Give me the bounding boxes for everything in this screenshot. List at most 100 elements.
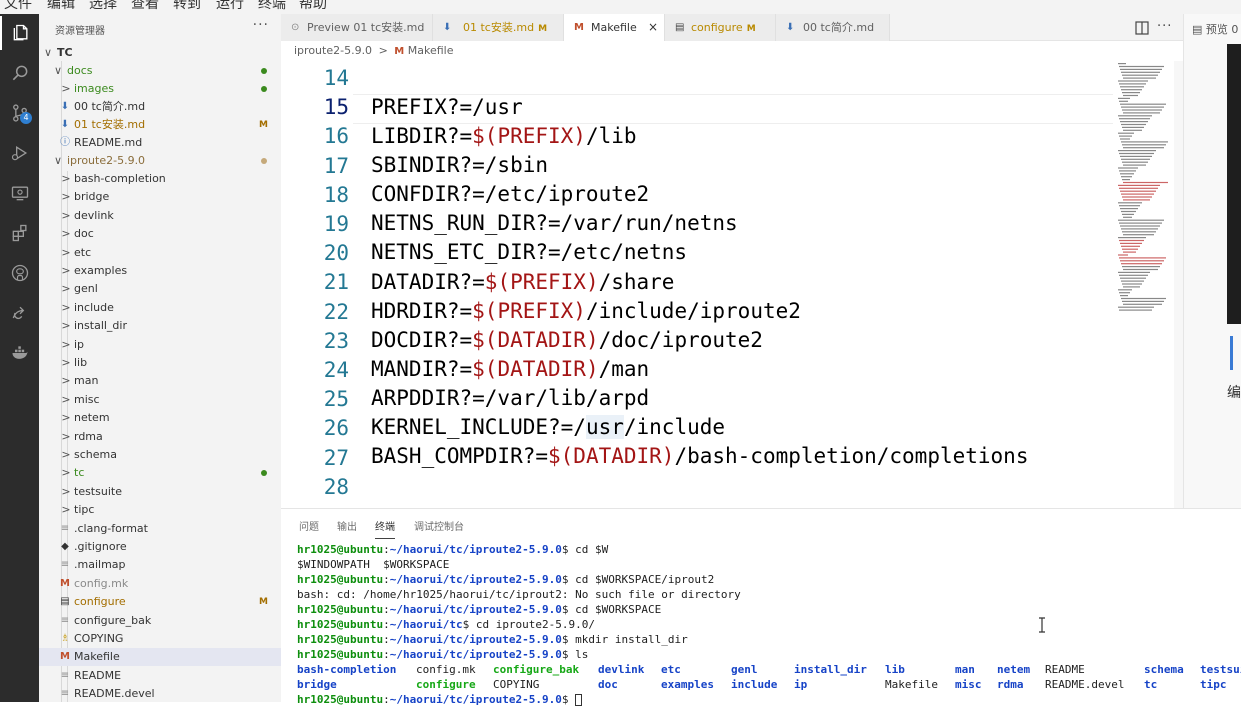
tree-folder-bridge[interactable]: >bridge <box>39 188 281 206</box>
tab-output[interactable]: 输出 <box>337 522 357 533</box>
github-icon[interactable] <box>0 256 39 290</box>
menu-item[interactable]: 转到 <box>173 0 201 12</box>
tab-preview-install[interactable]: ⊙ Preview 01 tc安装.md <box>281 14 433 41</box>
minimap-line <box>1120 208 1138 210</box>
tree-folder-doc[interactable]: >doc <box>39 225 281 243</box>
chevron-right-icon[interactable]: > <box>61 392 71 406</box>
chevron-right-icon[interactable]: > <box>61 190 71 204</box>
tree-folder-bash-completion[interactable]: >bash-completion <box>39 170 281 188</box>
chevron-right-icon[interactable]: > <box>61 208 71 222</box>
live-share-icon[interactable] <box>0 296 39 330</box>
breadcrumb-folder[interactable]: iproute2-5.9.0 <box>294 44 373 57</box>
extensions-icon[interactable] <box>0 216 39 250</box>
menu-item[interactable]: 帮助 <box>299 0 327 12</box>
chevron-right-icon[interactable]: > <box>61 300 71 314</box>
chevron-right-icon[interactable]: > <box>61 484 71 498</box>
minimap[interactable] <box>1116 61 1176 321</box>
tree-folder-ip[interactable]: >ip <box>39 336 281 354</box>
tree-file-readme[interactable]: ≡README <box>39 667 281 685</box>
tree-file-gitignore[interactable]: ◆.gitignore <box>39 538 281 556</box>
file-type-icon: ≡ <box>60 669 70 681</box>
docker-icon[interactable] <box>0 336 39 370</box>
search-icon[interactable] <box>0 56 39 90</box>
tree-item-label: bash-completion <box>74 172 166 185</box>
tree-file-intro[interactable]: ⬇00 tc简介.md <box>39 98 281 116</box>
tree-folder-schema[interactable]: >schema <box>39 446 281 464</box>
tree-file-clang-format[interactable]: ≡.clang-format <box>39 520 281 538</box>
chevron-right-icon[interactable]: > <box>61 503 71 517</box>
tree-folder-examples[interactable]: >examples <box>39 262 281 280</box>
split-editor-icon[interactable] <box>1135 21 1149 35</box>
menu-item[interactable]: 编辑 <box>47 0 75 12</box>
tree-folder-misc[interactable]: >misc <box>39 391 281 409</box>
tree-root-tc[interactable]: ∨TC <box>39 44 281 62</box>
chevron-down-icon[interactable]: ∨ <box>43 46 53 59</box>
menu-item[interactable]: 查看 <box>131 0 159 12</box>
chevron-right-icon[interactable]: > <box>61 448 71 461</box>
tree-folder-images[interactable]: >images <box>39 80 281 98</box>
chevron-right-icon[interactable]: > <box>61 245 71 259</box>
chevron-right-icon[interactable]: > <box>61 411 71 425</box>
chevron-right-icon[interactable]: > <box>61 227 71 241</box>
chevron-right-icon[interactable]: > <box>61 466 71 480</box>
tree-folder-rdma[interactable]: >rdma <box>39 428 281 446</box>
chevron-right-icon[interactable]: > <box>61 172 71 185</box>
chevron-right-icon[interactable]: > <box>61 264 71 277</box>
tree-file-configure-bak[interactable]: ≡configure_bak <box>39 612 281 630</box>
tree-folder-iproute[interactable]: ∨iproute2-5.9.0 <box>39 152 281 170</box>
tree-folder-etc[interactable]: >etc <box>39 244 281 262</box>
tree-folder-tipc[interactable]: >tipc <box>39 501 281 519</box>
vertical-scrollbar[interactable] <box>1174 61 1183 508</box>
menu-item[interactable]: 选择 <box>89 0 117 12</box>
tab-makefile[interactable]: M Makefile × <box>564 14 665 41</box>
tab-problems[interactable]: 问题 <box>299 522 319 533</box>
tree-folder-devlink[interactable]: >devlink <box>39 207 281 225</box>
menu-item[interactable]: 运行 <box>216 0 244 12</box>
tree-folder-lib[interactable]: >lib <box>39 354 281 372</box>
preview-tab[interactable]: ▤ 预览 0 <box>1192 23 1239 36</box>
chevron-down-icon[interactable]: ∨ <box>53 154 63 167</box>
explorer-icon[interactable] <box>0 16 39 50</box>
tab-intro-md[interactable]: ⬇ 00 tc简介.md <box>776 14 890 41</box>
chevron-down-icon[interactable]: ∨ <box>53 64 63 77</box>
tab-terminal[interactable]: 终端 <box>375 518 395 539</box>
chevron-right-icon[interactable]: > <box>61 374 71 388</box>
chevron-right-icon[interactable]: > <box>61 82 71 95</box>
tree-folder-install_dir[interactable]: >install_dir <box>39 317 281 335</box>
tree-indent-guide <box>67 171 68 702</box>
chevron-right-icon[interactable]: > <box>61 429 71 443</box>
tree-file-copying[interactable]: ♗COPYING <box>39 630 281 648</box>
chevron-right-icon[interactable]: > <box>61 282 71 296</box>
more-actions-icon[interactable]: ··· <box>1157 19 1173 34</box>
minimap-line <box>1120 121 1148 123</box>
chevron-right-icon[interactable]: > <box>61 356 71 369</box>
close-tab-icon[interactable]: × <box>647 20 658 34</box>
tree-folder-docs[interactable]: ∨docs <box>39 62 281 80</box>
chevron-right-icon[interactable]: > <box>61 319 71 333</box>
tree-folder-genl[interactable]: >genl <box>39 280 281 298</box>
tree-folder-man[interactable]: >man <box>39 372 281 390</box>
tab-debug-console[interactable]: 调试控制台 <box>414 522 464 533</box>
tree-file-readme-devel[interactable]: ≡README.devel <box>39 685 281 702</box>
run-debug-icon[interactable] <box>0 136 39 170</box>
breadcrumb-file[interactable]: Makefile <box>407 44 454 57</box>
more-actions-icon[interactable]: ··· <box>252 17 269 33</box>
remote-explorer-icon[interactable] <box>0 176 39 210</box>
menu-item[interactable]: 文件 <box>4 0 32 12</box>
tree-folder-tc[interactable]: >tc <box>39 464 281 482</box>
tree-folder-testsuite[interactable]: >testsuite <box>39 483 281 501</box>
tree-folder-include[interactable]: >include <box>39 299 281 317</box>
source-control-icon[interactable]: 4 <box>0 96 39 130</box>
tree-file-mailmap[interactable]: ≡.mailmap <box>39 556 281 574</box>
tree-folder-netem[interactable]: >netem <box>39 409 281 427</box>
menu-item[interactable]: 终端 <box>258 0 286 12</box>
chevron-right-icon[interactable]: > <box>61 337 71 351</box>
